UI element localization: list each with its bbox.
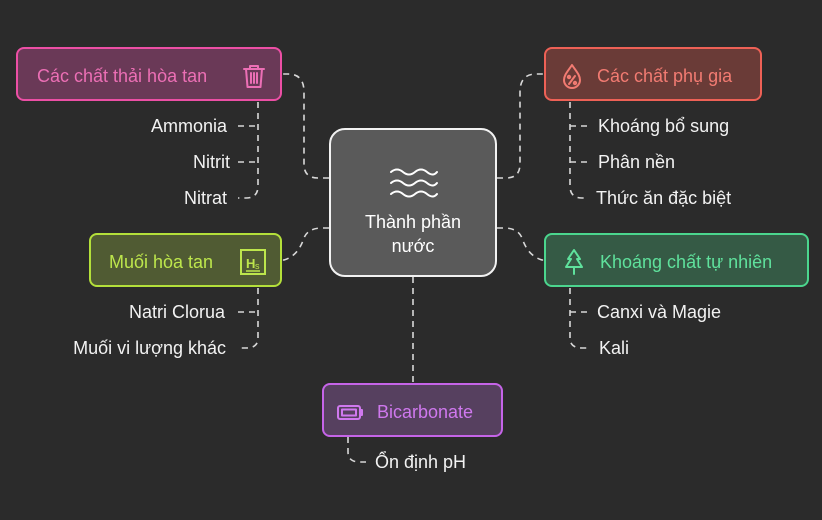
tree-icon [565,249,583,275]
node-label: Bicarbonate [377,402,474,422]
water-drop-percent-icon [563,64,581,89]
node-additives: Các chất phụ gia [544,47,762,101]
center-node: Thành phần nước [329,128,497,277]
link-salts-items [238,288,259,349]
list-item: Muối vi lượng khác [73,338,226,358]
node-bicarbonate: Bicarbonate [322,383,503,437]
svg-text:s: s [255,261,260,271]
node-natural-minerals: Khoáng chất tự nhiên [544,233,809,287]
link-minerals-items [569,288,588,349]
link-center-waste [282,73,329,179]
link-center-additives [497,73,544,179]
battery-icon [337,405,363,420]
node-dissolved-waste: Các chất thải hòa tan [16,47,282,101]
center-title: Thành phần nước [364,212,462,256]
link-additives-items [569,102,588,199]
node-dissolved-salts: Muối hòa tan H s [89,233,282,287]
trash-icon [243,65,265,88]
link-center-salts [282,227,329,261]
list-item: Ổn định pH [375,452,467,472]
link-bicarb-items [347,437,366,463]
list-item: Phân nền [598,152,676,172]
node-label: Các chất thải hòa tan [37,66,208,86]
list-item: Nitrit [193,152,230,172]
list-item: Khoáng bổ sung [598,116,730,136]
svg-text:H: H [246,256,255,271]
list-item: Natri Clorua [128,302,225,322]
node-label: Các chất phụ gia [597,66,733,86]
node-label: Khoáng chất tự nhiên [600,252,773,272]
element-hs-icon: H s [240,249,266,275]
list-item: Kali [599,338,630,358]
list-item: Ammonia [150,116,227,136]
link-waste-items [238,102,259,199]
water-waves-icon [390,168,438,198]
node-label: Muối hòa tan [109,252,214,272]
list-item: Nitrat [183,188,227,208]
link-center-minerals [497,227,544,261]
list-item: Thức ăn đặc biệt [596,188,732,208]
list-item: Canxi và Magie [597,302,722,322]
